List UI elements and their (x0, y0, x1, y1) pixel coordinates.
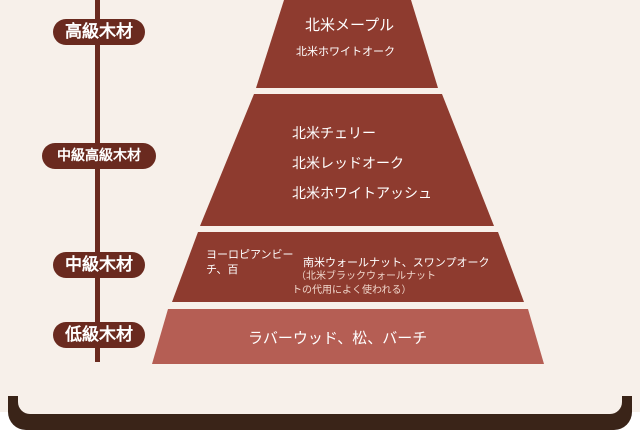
pyramid-band-upper-middle (200, 94, 494, 226)
wood-south-american-walnut-swamp-oak: 南米ウォールナット、スワンプオーク (303, 256, 490, 269)
wood-european-beech-line-1: ヨーロピアンビー (206, 248, 294, 261)
wood-north-american-maple: 北米メープル (305, 16, 395, 34)
pyramid-band-top (256, 0, 438, 88)
tier-label-low: 低級木材 (53, 322, 145, 348)
card-bottom-inner (18, 396, 622, 414)
wood-rubberwood-pine-birch: ラバーウッド、松、バーチ (248, 329, 428, 347)
tier-label-premium: 高級木材 (53, 19, 145, 45)
pyramid-band-middle (172, 232, 524, 302)
tier-axis-line (95, 0, 100, 362)
tier-label-upper-middle: 中級高級木材 (42, 143, 156, 169)
wood-note-line-2: トの代用によく使われる） (292, 285, 412, 296)
wood-north-american-white-ash: 北米ホワイトアッシュ (292, 186, 432, 202)
wood-north-american-cherry: 北米チェリー (292, 126, 376, 142)
wood-north-american-red-oak: 北米レッドオーク (292, 156, 404, 172)
tier-label-middle: 中級木材 (53, 252, 145, 278)
pyramid-band-bottom (152, 309, 544, 364)
wood-european-beech-line-2: チ、百 (206, 263, 239, 276)
wood-note-line-1: （北米ブラックウォールナット (296, 271, 436, 282)
wood-north-american-white-oak: 北米ホワイトオーク (296, 45, 395, 58)
